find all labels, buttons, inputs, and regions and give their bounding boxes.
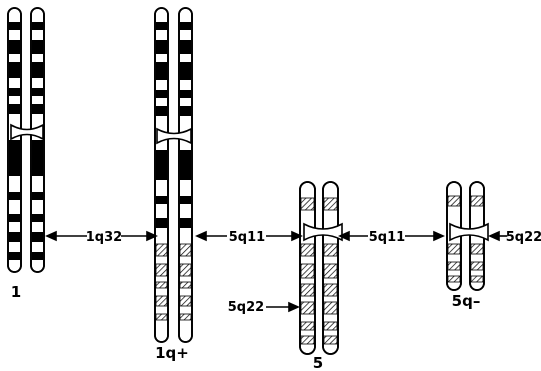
hatched-band (301, 264, 314, 278)
dark-band (156, 90, 167, 98)
hatched-band (180, 296, 191, 306)
dark-band (180, 40, 191, 54)
chromosome-5q-minus (447, 182, 488, 290)
dark-band (180, 218, 191, 228)
hatched-band (324, 302, 337, 314)
chromosome-5 (300, 182, 342, 354)
chromatid-left (300, 182, 315, 354)
centromere (450, 224, 488, 240)
hatched-band (324, 322, 337, 330)
dark-band (180, 150, 191, 180)
chromosome-1 (8, 8, 44, 272)
hatched-band (448, 244, 460, 254)
label-chr1q-plus: 1q+ (155, 344, 189, 362)
chromatid-right (179, 8, 192, 342)
dark-band (156, 218, 167, 228)
chromatid-left (8, 8, 21, 272)
chromatid-left (155, 8, 168, 342)
label-5q22-chr5: 5q22 (228, 300, 264, 315)
chromatid-right (31, 8, 44, 272)
hatched-band (324, 336, 337, 344)
hatched-band (324, 264, 337, 278)
hatched-band (180, 314, 191, 320)
hatched-band (180, 244, 191, 256)
hatched-band (156, 264, 167, 276)
dark-band (156, 106, 167, 116)
hatched-band (471, 262, 483, 270)
dark-band (32, 232, 43, 242)
dark-band (32, 40, 43, 54)
dark-band (32, 22, 43, 30)
hatched-band (156, 314, 167, 320)
label-5q11-right: 5q11 (369, 230, 405, 245)
dark-band (9, 62, 20, 78)
dark-band (32, 88, 43, 96)
dark-band (32, 104, 43, 114)
dark-band (32, 62, 43, 78)
dark-band (32, 214, 43, 222)
arrow-5q22-chr5q (490, 232, 507, 240)
dark-band (180, 196, 191, 204)
dark-band (180, 106, 191, 116)
dark-band (156, 62, 167, 80)
centromere (157, 129, 191, 143)
dark-band (180, 22, 191, 30)
hatched-band (301, 302, 314, 314)
dark-band (9, 252, 20, 260)
dark-band (180, 90, 191, 98)
hatched-band (324, 284, 337, 296)
hatched-band (301, 322, 314, 330)
dark-band (32, 252, 43, 260)
hatched-band (448, 262, 460, 270)
hatched-band (448, 276, 460, 282)
chromatid-right (323, 182, 338, 354)
dark-band (9, 104, 20, 114)
hatched-band (180, 264, 191, 276)
dark-band (9, 88, 20, 96)
dark-band (9, 214, 20, 222)
dark-band (180, 62, 191, 80)
dark-band (9, 192, 20, 200)
dark-band (32, 140, 43, 176)
dark-band (9, 232, 20, 242)
hatched-band (471, 276, 483, 282)
label-5q11-left: 5q11 (229, 230, 265, 245)
arrow-5q22-chr5 (266, 303, 298, 311)
label-1q32: 1q32 (86, 230, 122, 245)
centromere (11, 125, 43, 139)
hatched-band (471, 244, 483, 254)
hatched-band (156, 282, 167, 288)
hatched-band (156, 296, 167, 306)
dark-band (156, 40, 167, 54)
dark-band (9, 40, 20, 54)
dark-band (9, 140, 20, 176)
label-chr5q-minus: 5q– (452, 292, 481, 310)
dark-band (9, 22, 20, 30)
hatched-band (301, 284, 314, 296)
chromosome-1q-plus (155, 8, 192, 342)
dark-band (156, 150, 167, 180)
hatched-band (301, 336, 314, 344)
label-chr1: 1 (11, 283, 21, 301)
dark-band (32, 192, 43, 200)
dark-band (156, 196, 167, 204)
hatched-band (448, 196, 460, 206)
dark-band (156, 22, 167, 30)
hatched-band (301, 244, 314, 256)
label-5q22-chr5q: 5q22 (506, 230, 541, 245)
hatched-band (324, 198, 337, 210)
hatched-band (301, 198, 314, 210)
hatched-band (156, 244, 167, 256)
hatched-band (471, 196, 483, 206)
hatched-band (324, 244, 337, 256)
label-chr5: 5 (313, 354, 323, 371)
hatched-band (180, 282, 191, 288)
